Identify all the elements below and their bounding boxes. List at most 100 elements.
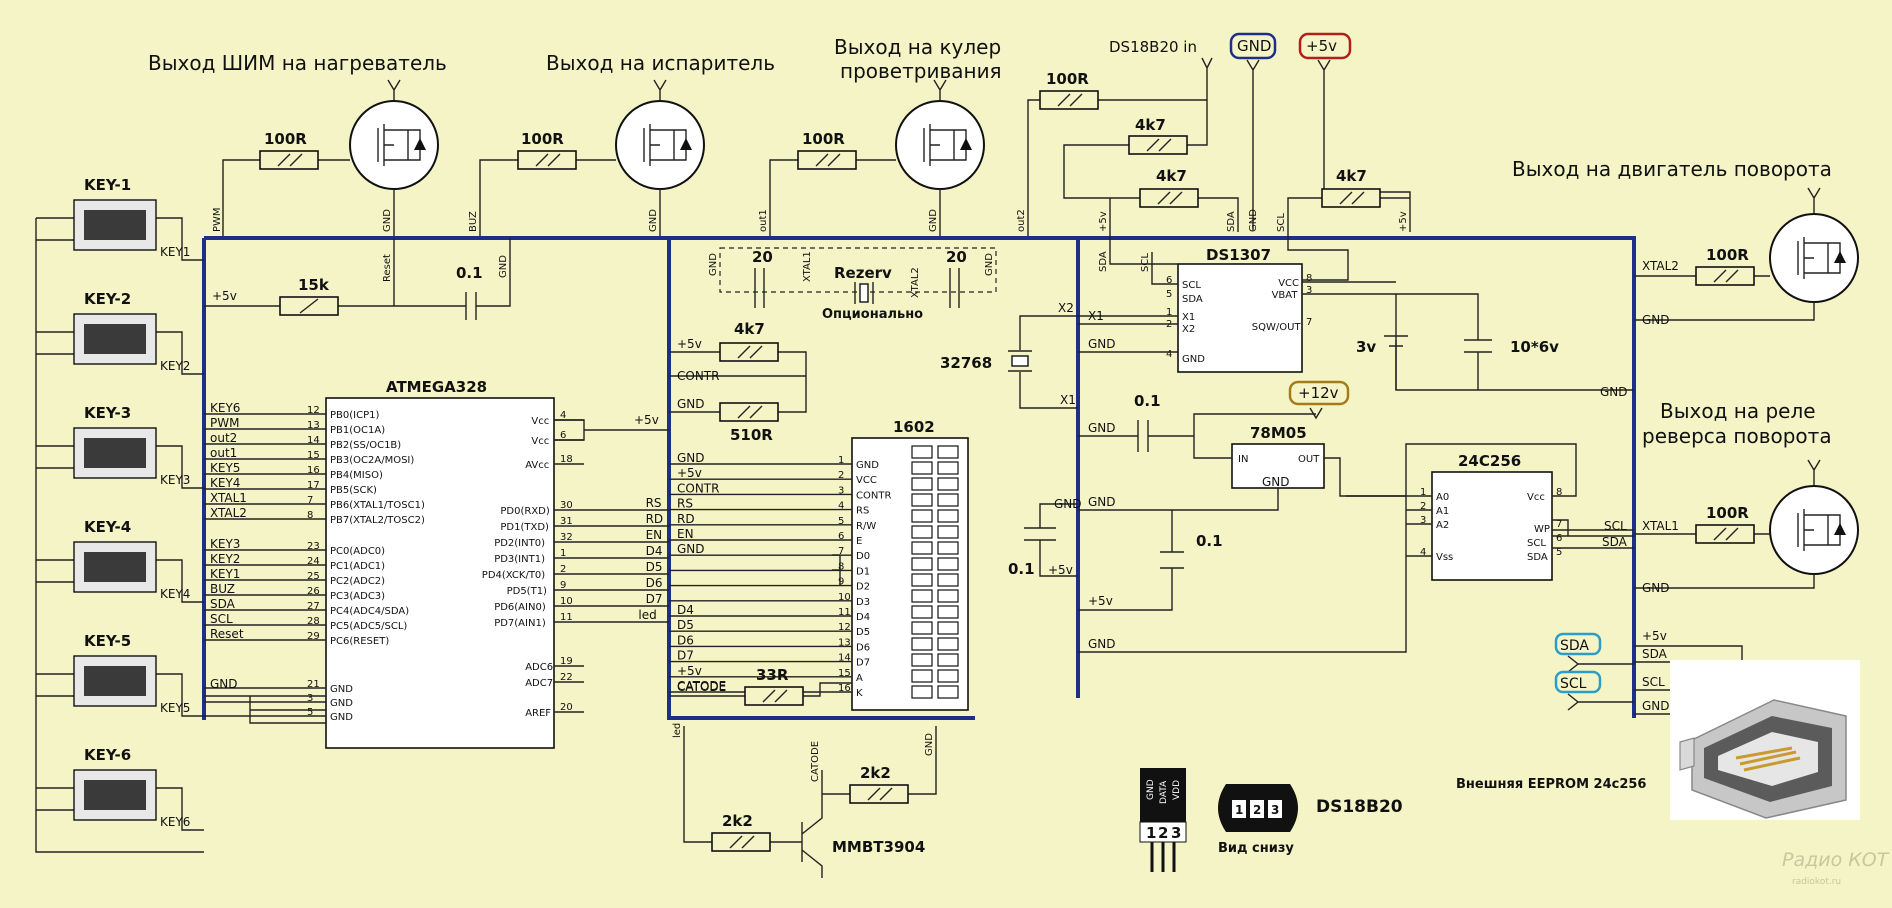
key-2-cap (84, 324, 146, 354)
atmega-pin-num-13: 27 (307, 601, 320, 612)
atmega-pin-num-18: 5 (307, 707, 313, 718)
heading-cooler-1: Выход на кулер (834, 35, 1001, 59)
lcd-pin-num-2: 2 (838, 470, 844, 481)
svg-text:+12v: +12v (1298, 384, 1339, 402)
atmega-rpin-num-6: 32 (560, 532, 573, 543)
atmega-pin-num-7: 7 (307, 495, 313, 506)
svg-text:GND: GND (1088, 637, 1116, 651)
ds1307-rpin-2: VBAT (1272, 290, 1299, 301)
lcd-cell (937, 509, 959, 523)
key-5-label: KEY-5 (84, 632, 131, 650)
top-bus-labels: PWM GND Reset BUZ GND out1 GND out2 +5v … (212, 207, 1409, 282)
r-pwm-label: 100R (264, 130, 307, 148)
atmega-rpin-13: ADC7 (525, 678, 553, 689)
lcd-pin-num-6: 6 (838, 531, 844, 542)
svg-text:100R: 100R (1706, 246, 1749, 264)
lcd-pin-num-1: 1 (838, 455, 844, 466)
lcd-cell (911, 573, 933, 587)
key-5-wire (36, 673, 204, 717)
atmega-rpin-num-8: 2 (560, 564, 566, 575)
atmega-pin-18: GND (330, 712, 353, 723)
lcd-cell (911, 653, 933, 667)
eeprom-rpin-3: SCL (1527, 538, 1546, 549)
crystal-label: 32768 (940, 354, 992, 372)
lcd-pin-1: GND (856, 460, 879, 471)
atmega-pin-num-10: 24 (307, 556, 320, 567)
svg-text:0.1: 0.1 (1134, 392, 1161, 410)
lcd-1602: 1602 GND1GNDVCC2+5vCONTR3CONTRRS4RSR/W5R… (669, 418, 969, 711)
transistor-label: MMBT3904 (832, 838, 925, 856)
ds1307-pin-num-1: 6 (1166, 275, 1172, 286)
svg-text:SCL: SCL (1140, 253, 1151, 272)
svg-text:4k7: 4k7 (734, 320, 765, 338)
svg-text:Reset: Reset (382, 254, 393, 282)
ds1307-pin-num-5: 4 (1166, 349, 1172, 360)
atmega-pin-7: PB6(XTAL1/TOSC1) (330, 500, 425, 511)
svg-text:GND: GND (1088, 337, 1116, 351)
atmega-pin-num-6: 17 (307, 480, 320, 491)
svg-text:X2: X2 (1058, 301, 1074, 315)
atmega-rpin-num-3: 18 (560, 454, 573, 465)
atmega328-chip: ATMEGA328 PB0(ICP1)12PB1(OC1A)13PB2(SS/O… (204, 378, 669, 749)
svg-text:+5v: +5v (1098, 211, 1109, 232)
atmega-rpin-14: AREF (525, 708, 551, 719)
lcd-cell (911, 477, 933, 491)
lcd-net-15: +5v (677, 664, 702, 678)
lcd-pin-num-4: 4 (838, 501, 844, 512)
svg-text:+5v: +5v (1642, 629, 1667, 643)
key-3-wire (36, 445, 204, 489)
atmega-rnet-d7: D7 (646, 592, 663, 606)
svg-text:Опционально: Опционально (822, 307, 923, 322)
svg-text:GND: GND (648, 209, 659, 232)
lcd-cell (911, 445, 933, 459)
atmega-rpin-num-11: 11 (560, 612, 573, 623)
reset-circuit: +5v 15k 0.1 GND (204, 238, 511, 320)
atmega-pin-4: PB3(OC2A/MOSI) (330, 455, 414, 466)
lcd-pin-num-11: 11 (838, 607, 851, 618)
key-6-net: KEY6 (160, 815, 190, 829)
atmega-pin-1: PB0(ICP1) (330, 410, 379, 421)
svg-text:GND: GND (1600, 385, 1628, 399)
atmega-rpin-num-9: 9 (560, 580, 566, 591)
atmega-net-3: out2 (210, 431, 237, 445)
atmega-pin-num-12: 26 (307, 586, 320, 597)
svg-text:2: 2 (1253, 803, 1261, 817)
ds1307-pin-x2: X2 (1182, 324, 1195, 335)
lcd-cell (911, 493, 933, 507)
svg-text:SCL: SCL (1642, 675, 1665, 689)
heading-pwm-heater: Выход ШИМ на нагреватель (148, 51, 447, 75)
svg-text:out1: out1 (758, 209, 769, 232)
ds18b20-caption: Вид снизу (1218, 841, 1294, 856)
atmega-net-5: KEY5 (210, 461, 240, 475)
lcd-net-2: +5v (677, 466, 702, 480)
lcd-net-7: GND (677, 542, 705, 556)
atmega-pin-10: PC1(ADC1) (330, 561, 385, 572)
eeprom-rpin-num-1: 8 (1556, 487, 1562, 498)
atmega-pin-5: PB4(MISO) (330, 470, 383, 481)
lcd-support: +5v 4k7 CONTR GND 510R CATODE 33R (669, 320, 852, 706)
eeprom-pin-num-3: 3 (1420, 515, 1426, 526)
lcd-pin-15: A (856, 673, 863, 684)
atmega-rpin-2: Vcc (531, 436, 549, 447)
svg-text:SDA: SDA (1226, 211, 1237, 232)
svg-text:CATODE: CATODE (810, 741, 821, 782)
svg-text:2k2: 2k2 (722, 812, 753, 830)
atmega-pin-13: PC4(ADC4/SDA) (330, 606, 409, 617)
lcd-cell (937, 669, 959, 683)
atmega-rnet-d5: D5 (646, 560, 663, 574)
key-1-wire (36, 217, 204, 261)
mosfet-evaporator (615, 79, 705, 236)
ds1307-pin-x1: X1 (1182, 312, 1195, 323)
svg-text:GND: GND (498, 255, 509, 278)
svg-text:GND: GND (1088, 421, 1116, 435)
svg-text:GND: GND (1237, 37, 1271, 55)
lcd-net-13: D6 (677, 633, 694, 647)
atmega-net-4: out1 (210, 446, 237, 460)
lcd-cell (937, 557, 959, 571)
svg-text:+5v: +5v (1398, 211, 1409, 232)
key-6-cap (84, 780, 146, 810)
svg-text:X1: X1 (1060, 393, 1076, 407)
key-6-label: KEY-6 (84, 746, 131, 764)
ds1307-pin-sda: SDA (1182, 294, 1203, 305)
